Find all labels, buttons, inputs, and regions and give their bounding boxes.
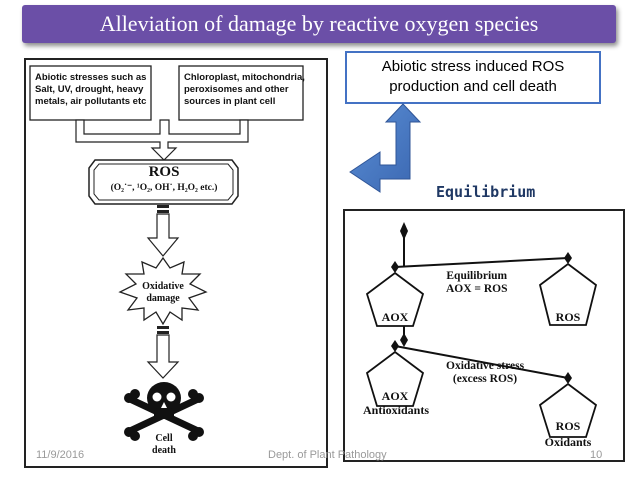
arrow-ros-to-damage bbox=[146, 213, 180, 257]
cell-sources-box bbox=[178, 65, 304, 121]
skull-crossbones-icon bbox=[124, 382, 204, 441]
bent-arrow-icon bbox=[349, 103, 422, 193]
equilibrium-pivot bbox=[400, 222, 408, 240]
aox-pentagon bbox=[365, 271, 425, 327]
antioxidants-label: Antioxidants bbox=[362, 403, 430, 417]
ros-box bbox=[88, 159, 239, 205]
arrow-damage-to-death bbox=[146, 334, 180, 379]
ros-formula: (O₂˙⁻, ¹O₂, OH˙, H₂O₂ etc.) bbox=[110, 183, 218, 193]
ros2-label: ROS bbox=[555, 419, 581, 433]
ros-label: ROS bbox=[555, 310, 581, 324]
ros-pentagon bbox=[538, 262, 598, 326]
oxidants-label: Oxidants bbox=[544, 435, 592, 449]
note-box: Abiotic stress induced ROS production an… bbox=[345, 51, 601, 104]
footer-date: 11/9/2016 bbox=[36, 449, 85, 461]
footer-department: Dept. of Plant Pathology bbox=[268, 449, 387, 461]
slide-title: Alleviation of damage by reactive oxygen… bbox=[22, 5, 616, 43]
oxidative-damage-text: Oxidative damage bbox=[142, 281, 184, 304]
cell-sources-text: Chloroplast, mitochondria, peroxisomes a… bbox=[184, 72, 305, 107]
cell-death-text: Cell death bbox=[152, 433, 176, 456]
equilibrium-label: Equilibrium bbox=[436, 183, 536, 201]
merge-arrow bbox=[75, 119, 249, 161]
abiotic-stress-box bbox=[29, 65, 152, 121]
equilibrium-text: Equilibrium AOX = ROS bbox=[446, 270, 508, 295]
aox2-pentagon bbox=[365, 350, 425, 407]
ros-title: ROS bbox=[148, 164, 180, 180]
ros2-pentagon bbox=[538, 382, 598, 438]
right-diagram-panel bbox=[343, 209, 625, 462]
aox2-label: AOX bbox=[381, 389, 409, 403]
abiotic-stress-text: Abiotic stresses such as Salt, UV, droug… bbox=[35, 72, 147, 107]
oxidative-stress-text: Oxidative stress (excess ROS) bbox=[446, 360, 525, 385]
aox-label: AOX bbox=[381, 310, 409, 324]
oxidative-damage-burst bbox=[118, 256, 208, 326]
footer-page-number: 10 bbox=[590, 449, 603, 461]
